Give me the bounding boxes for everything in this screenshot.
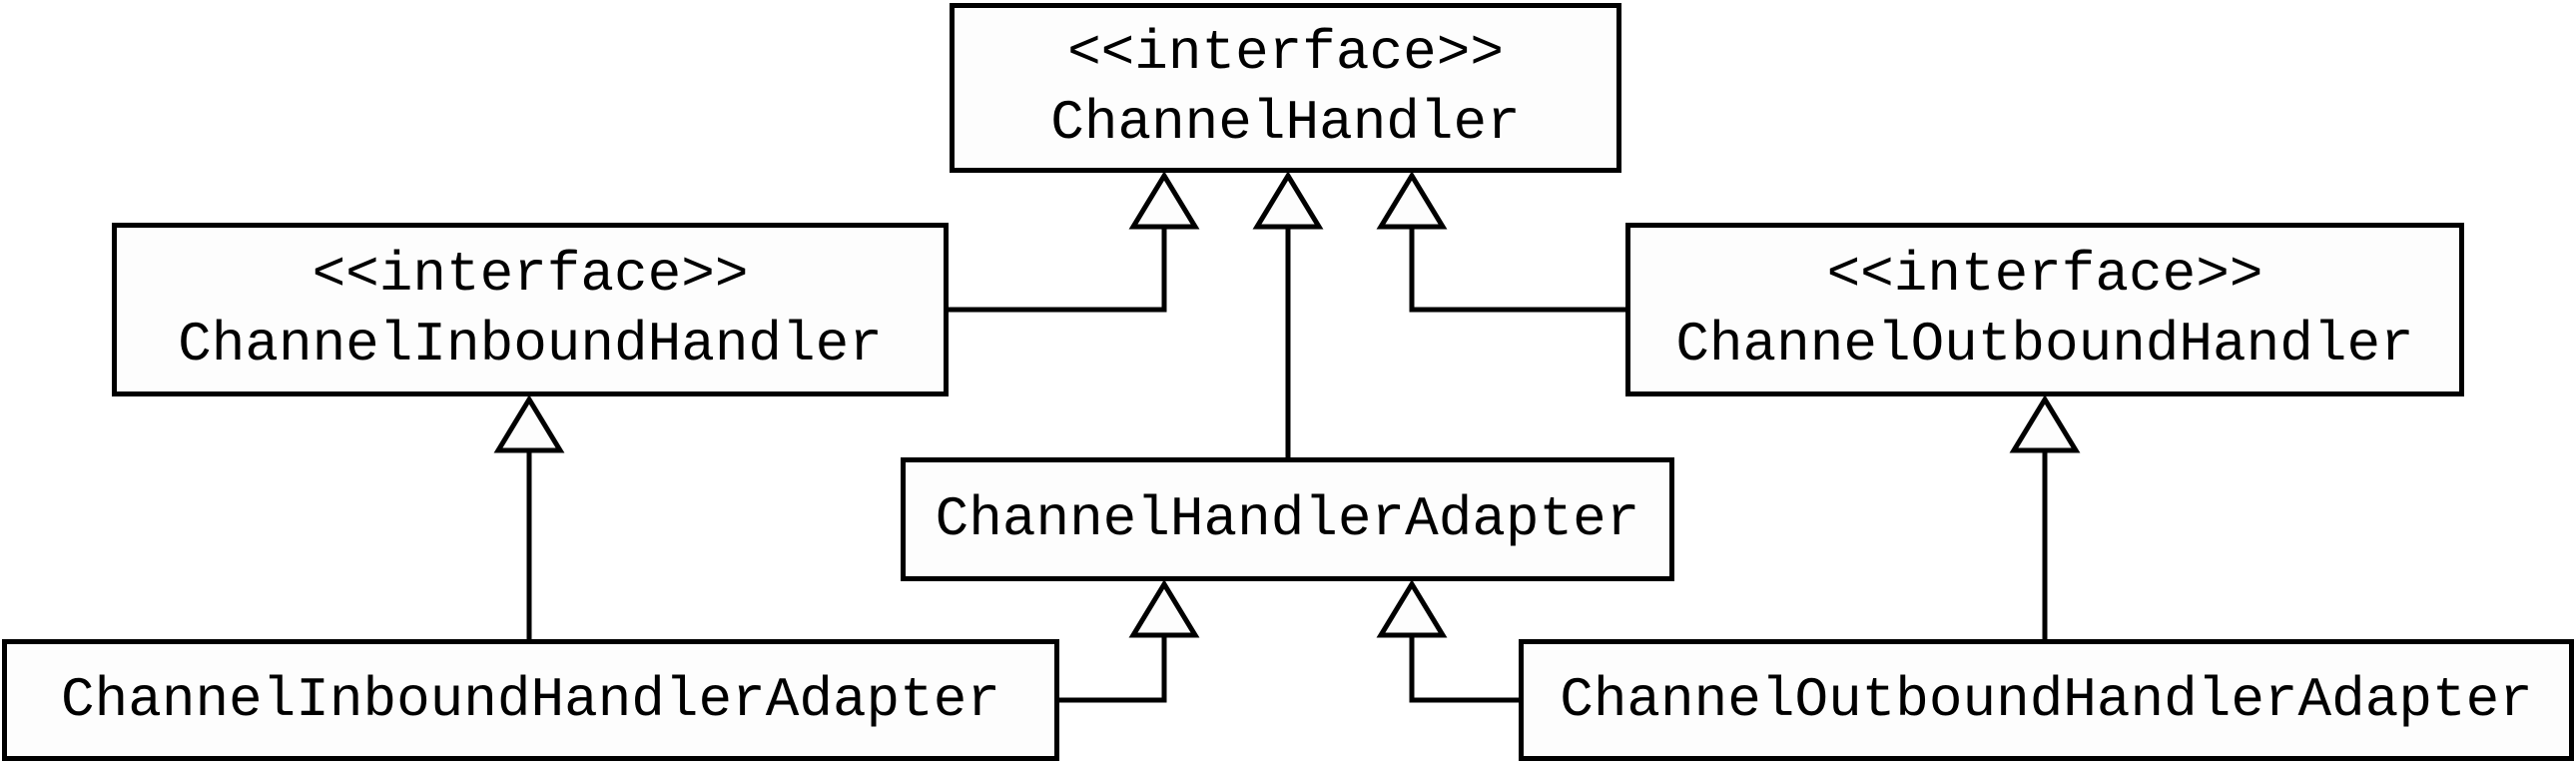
generalization-arrowhead xyxy=(1128,171,1200,230)
generalization-arrowhead xyxy=(1376,579,1448,638)
class-box-channel-handler-adapter: ChannelHandlerAdapter xyxy=(901,457,1674,581)
generalization-arrowhead xyxy=(493,394,565,453)
class-box-channel-inbound-handler-adapter: ChannelInboundHandlerAdapter xyxy=(2,639,1059,761)
edge-outboundadapter-to-adapter xyxy=(1409,630,1521,703)
interface-stereotype: <<interface>> xyxy=(312,243,749,307)
class-name: ChannelInboundHandler xyxy=(178,313,883,377)
class-name: ChannelHandler xyxy=(1050,91,1521,155)
edge-outbound-to-handler xyxy=(1409,222,1629,313)
class-box-channel-inbound-handler: <<interface>> ChannelInboundHandler xyxy=(112,223,949,396)
class-name: ChannelOutboundHandler xyxy=(1675,313,2414,377)
class-name: ChannelHandlerAdapter xyxy=(935,487,1640,551)
interface-stereotype: <<interface>> xyxy=(1826,243,2263,307)
class-name: ChannelOutboundHandlerAdapter xyxy=(1560,668,2533,732)
generalization-arrowhead xyxy=(1128,579,1200,638)
class-name: ChannelInboundHandlerAdapter xyxy=(61,668,1000,732)
class-box-channel-handler: <<interface>> ChannelHandler xyxy=(950,3,1621,173)
generalization-arrowhead xyxy=(2009,394,2081,453)
edge-inboundadapter-to-adapter xyxy=(1057,630,1167,703)
generalization-arrowhead xyxy=(1376,171,1448,230)
class-box-channel-outbound-handler-adapter: ChannelOutboundHandlerAdapter xyxy=(1519,639,2574,761)
edge-inbound-to-handler xyxy=(947,222,1167,313)
class-box-channel-outbound-handler: <<interface>> ChannelOutboundHandler xyxy=(1625,223,2464,396)
generalization-arrowhead xyxy=(1252,171,1324,230)
interface-stereotype: <<interface>> xyxy=(1067,21,1504,85)
